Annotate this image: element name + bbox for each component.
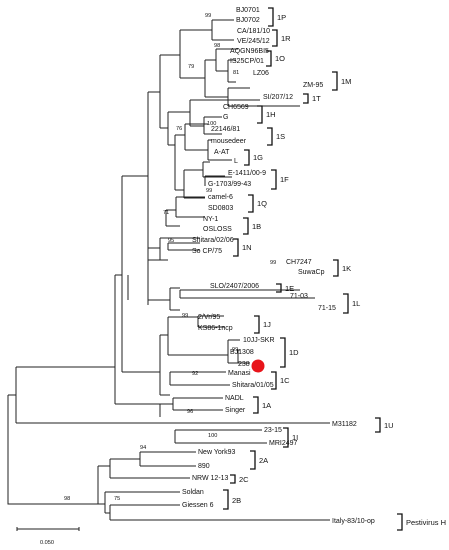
scale-bar: 0.050 bbox=[16, 527, 80, 546]
group-label: 1T bbox=[312, 94, 321, 103]
group-label: 2C bbox=[239, 475, 249, 484]
leaf-label: 2/Vr/95 bbox=[198, 314, 220, 321]
bootstrap-value: 99 bbox=[270, 260, 276, 266]
leaf-label: 71-15 bbox=[318, 305, 336, 312]
group-label: 1R bbox=[281, 34, 291, 43]
group-label: 1P bbox=[277, 13, 286, 22]
leaf-label: IS25CP/01 bbox=[230, 58, 264, 65]
group-label: 1O bbox=[275, 54, 285, 63]
leaf-label: CH6569 bbox=[223, 104, 249, 111]
group-label: 1K bbox=[342, 264, 351, 273]
group-label: 1E bbox=[285, 284, 294, 293]
leaf-label: Shitara/01/05 bbox=[232, 382, 274, 389]
leaf-label: Italy-83/10-op bbox=[332, 518, 375, 525]
leaf-labels: BJ0701 BJ0702 CA/181/10 VE/245/12 AQGN96… bbox=[182, 7, 375, 525]
group-label: 1L bbox=[352, 299, 360, 308]
tree-branches bbox=[7, 19, 330, 521]
leaf-label: SuwaCp bbox=[298, 269, 325, 276]
group-label: 1F bbox=[280, 175, 289, 184]
leaf-label: SI/207/12 bbox=[263, 94, 293, 101]
leaf-label: CH7247 bbox=[286, 259, 312, 266]
highlighted-strain-marker bbox=[251, 359, 265, 373]
bootstrap-value: 99 bbox=[206, 188, 212, 194]
leaf-label: NY-1 bbox=[203, 216, 218, 223]
leaf-label: 71-03 bbox=[290, 293, 308, 300]
bootstrap-value: 75 bbox=[114, 496, 120, 502]
group-label: 2B bbox=[232, 496, 241, 505]
group-label: 1D bbox=[289, 348, 299, 357]
bootstrap-value: 79 bbox=[188, 64, 194, 70]
leaf-label: E-1411/00-9 bbox=[228, 170, 266, 177]
leaf-label: 10JJ-SKR bbox=[243, 337, 275, 344]
leaf-label: MRI2497 bbox=[269, 440, 298, 447]
bootstrap-value: 99 bbox=[232, 347, 238, 353]
leaf-label: NRW 12-13 bbox=[192, 475, 229, 482]
leaf-label: Giessen 6 bbox=[182, 502, 214, 509]
bootstrap-value: 99 bbox=[205, 13, 211, 19]
group-label: 2A bbox=[259, 456, 268, 465]
group-label: 1B bbox=[252, 222, 261, 231]
bootstrap-value: 99 bbox=[182, 313, 188, 319]
group-label: 1Q bbox=[257, 199, 267, 208]
group-label: 1A bbox=[262, 401, 271, 410]
bootstrap-value: 100 bbox=[207, 121, 216, 127]
bootstrap-values: 99 98 79 81 100 76 99 71 95 99 99 99 92 … bbox=[64, 13, 276, 502]
leaf-label: CA/181/10 bbox=[237, 28, 270, 35]
leaf-label: KS86-1ncp bbox=[198, 325, 233, 332]
leaf-label: 23-15 bbox=[264, 427, 282, 434]
leaf-label: M31182 bbox=[332, 421, 357, 428]
group-labels: 1P 1R 1O 1M 1T 1H 1S 1G 1F 1Q 1B 1N 1K 1… bbox=[232, 13, 446, 527]
bootstrap-value: 98 bbox=[214, 43, 220, 49]
bootstrap-value: 98 bbox=[64, 496, 70, 502]
leaf-label: New York93 bbox=[198, 449, 235, 456]
leaf-label: A-AT bbox=[214, 149, 230, 156]
leaf-label: NADL bbox=[225, 395, 244, 402]
leaf-label: G bbox=[223, 114, 228, 121]
bootstrap-value: 76 bbox=[176, 126, 182, 132]
leaf-label: VE/245/12 bbox=[237, 38, 270, 45]
leaf-label: L bbox=[234, 158, 238, 165]
leaf-label: Soldan bbox=[182, 489, 204, 496]
leaf-label: Singer bbox=[225, 407, 246, 414]
leaf-label: ZM-95 bbox=[303, 82, 323, 89]
leaf-label: So CP/75 bbox=[192, 248, 222, 255]
bootstrap-value: 95 bbox=[168, 238, 174, 244]
leaf-label: BJ0702 bbox=[236, 17, 260, 24]
leaf-label: AQGN96BI5 bbox=[230, 48, 269, 55]
group-label: 1J bbox=[263, 320, 271, 329]
bootstrap-value: 71 bbox=[163, 210, 169, 216]
leaf-label: 890 bbox=[198, 463, 210, 470]
bootstrap-value: 81 bbox=[233, 70, 239, 76]
leaf-label: G-1703/99-43 bbox=[208, 181, 251, 188]
bootstrap-value: 100 bbox=[208, 433, 217, 439]
group-label: Pestivirus H bbox=[406, 518, 446, 527]
leaf-label: BJ1308 bbox=[230, 349, 254, 356]
leaf-label: LZ06 bbox=[253, 70, 269, 77]
group-label: 1U bbox=[384, 421, 394, 430]
leaf-label: 22146/81 bbox=[211, 126, 240, 133]
scale-bar-label: 0.050 bbox=[40, 540, 54, 546]
leaf-label: Shitara/02/06 bbox=[192, 237, 234, 244]
clade-brackets bbox=[223, 7, 403, 531]
leaf-label: SLO/2407/2006 bbox=[210, 283, 259, 290]
bootstrap-value: 94 bbox=[140, 445, 146, 451]
leaf-label: SD0803 bbox=[208, 205, 233, 212]
leaf-label: 238 bbox=[238, 361, 250, 368]
group-label: 1S bbox=[276, 132, 285, 141]
bootstrap-value: 92 bbox=[192, 371, 198, 377]
leaf-label: BJ0701 bbox=[236, 7, 260, 14]
leaf-label: mousedeer bbox=[211, 138, 247, 145]
group-label: 1C bbox=[280, 376, 290, 385]
group-label: 1G bbox=[253, 153, 263, 162]
bootstrap-value: 96 bbox=[187, 409, 193, 415]
leaf-label: OSLOSS bbox=[203, 226, 232, 233]
group-label: 1I bbox=[292, 433, 298, 442]
group-label: 1N bbox=[242, 243, 252, 252]
group-label: 1M bbox=[341, 77, 351, 86]
leaf-label: camel-6 bbox=[208, 194, 233, 201]
group-label: 1H bbox=[266, 110, 276, 119]
leaf-label: Manasi bbox=[228, 370, 251, 377]
